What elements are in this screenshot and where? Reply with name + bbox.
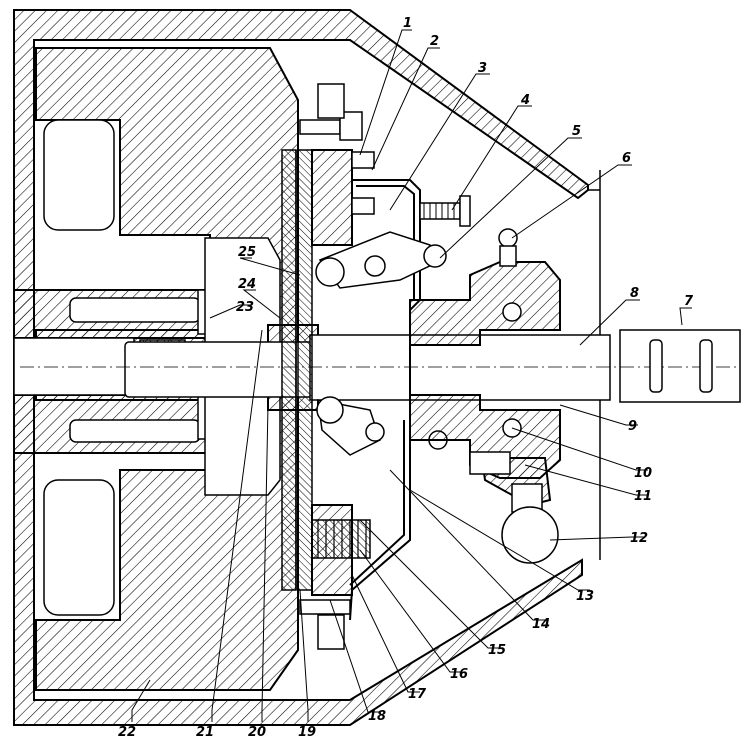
friction-discs	[281, 149, 353, 596]
callout-labels: 1 2 3 4 5 6 7 8 9 10 11 12 13 14 15 16 1…	[118, 16, 694, 740]
callout-9: 9	[628, 419, 637, 434]
callout-5: 5	[572, 124, 581, 139]
callout-13: 13	[576, 589, 594, 604]
release-fork	[469, 451, 559, 564]
callout-4: 4	[520, 93, 530, 108]
callout-17: 17	[408, 687, 427, 702]
callout-15: 15	[488, 643, 506, 658]
callout-2: 2	[430, 34, 439, 49]
release-levers	[315, 231, 448, 456]
adjusting-screw	[419, 195, 471, 227]
callout-8: 8	[630, 286, 639, 301]
callout-11: 11	[634, 489, 652, 504]
callout-20: 20	[248, 725, 266, 740]
callout-19: 19	[298, 725, 316, 740]
callout-1: 1	[403, 16, 412, 31]
grease-nipple	[498, 228, 518, 267]
callout-18: 18	[368, 709, 386, 724]
callout-25: 25	[238, 245, 256, 260]
callout-22: 22	[118, 725, 136, 740]
callout-7: 7	[684, 294, 694, 309]
callout-24: 24	[238, 277, 256, 292]
callout-16: 16	[450, 667, 468, 682]
callout-10: 10	[634, 466, 652, 481]
callout-14: 14	[532, 617, 550, 632]
leader-lines	[131, 29, 692, 722]
pressure-springs	[311, 519, 371, 559]
callout-21: 21	[196, 725, 214, 740]
callout-3: 3	[478, 61, 487, 76]
callout-6: 6	[622, 151, 631, 166]
cover-bolts	[299, 83, 375, 650]
callout-23: 23	[236, 300, 254, 315]
callout-12: 12	[630, 531, 648, 546]
